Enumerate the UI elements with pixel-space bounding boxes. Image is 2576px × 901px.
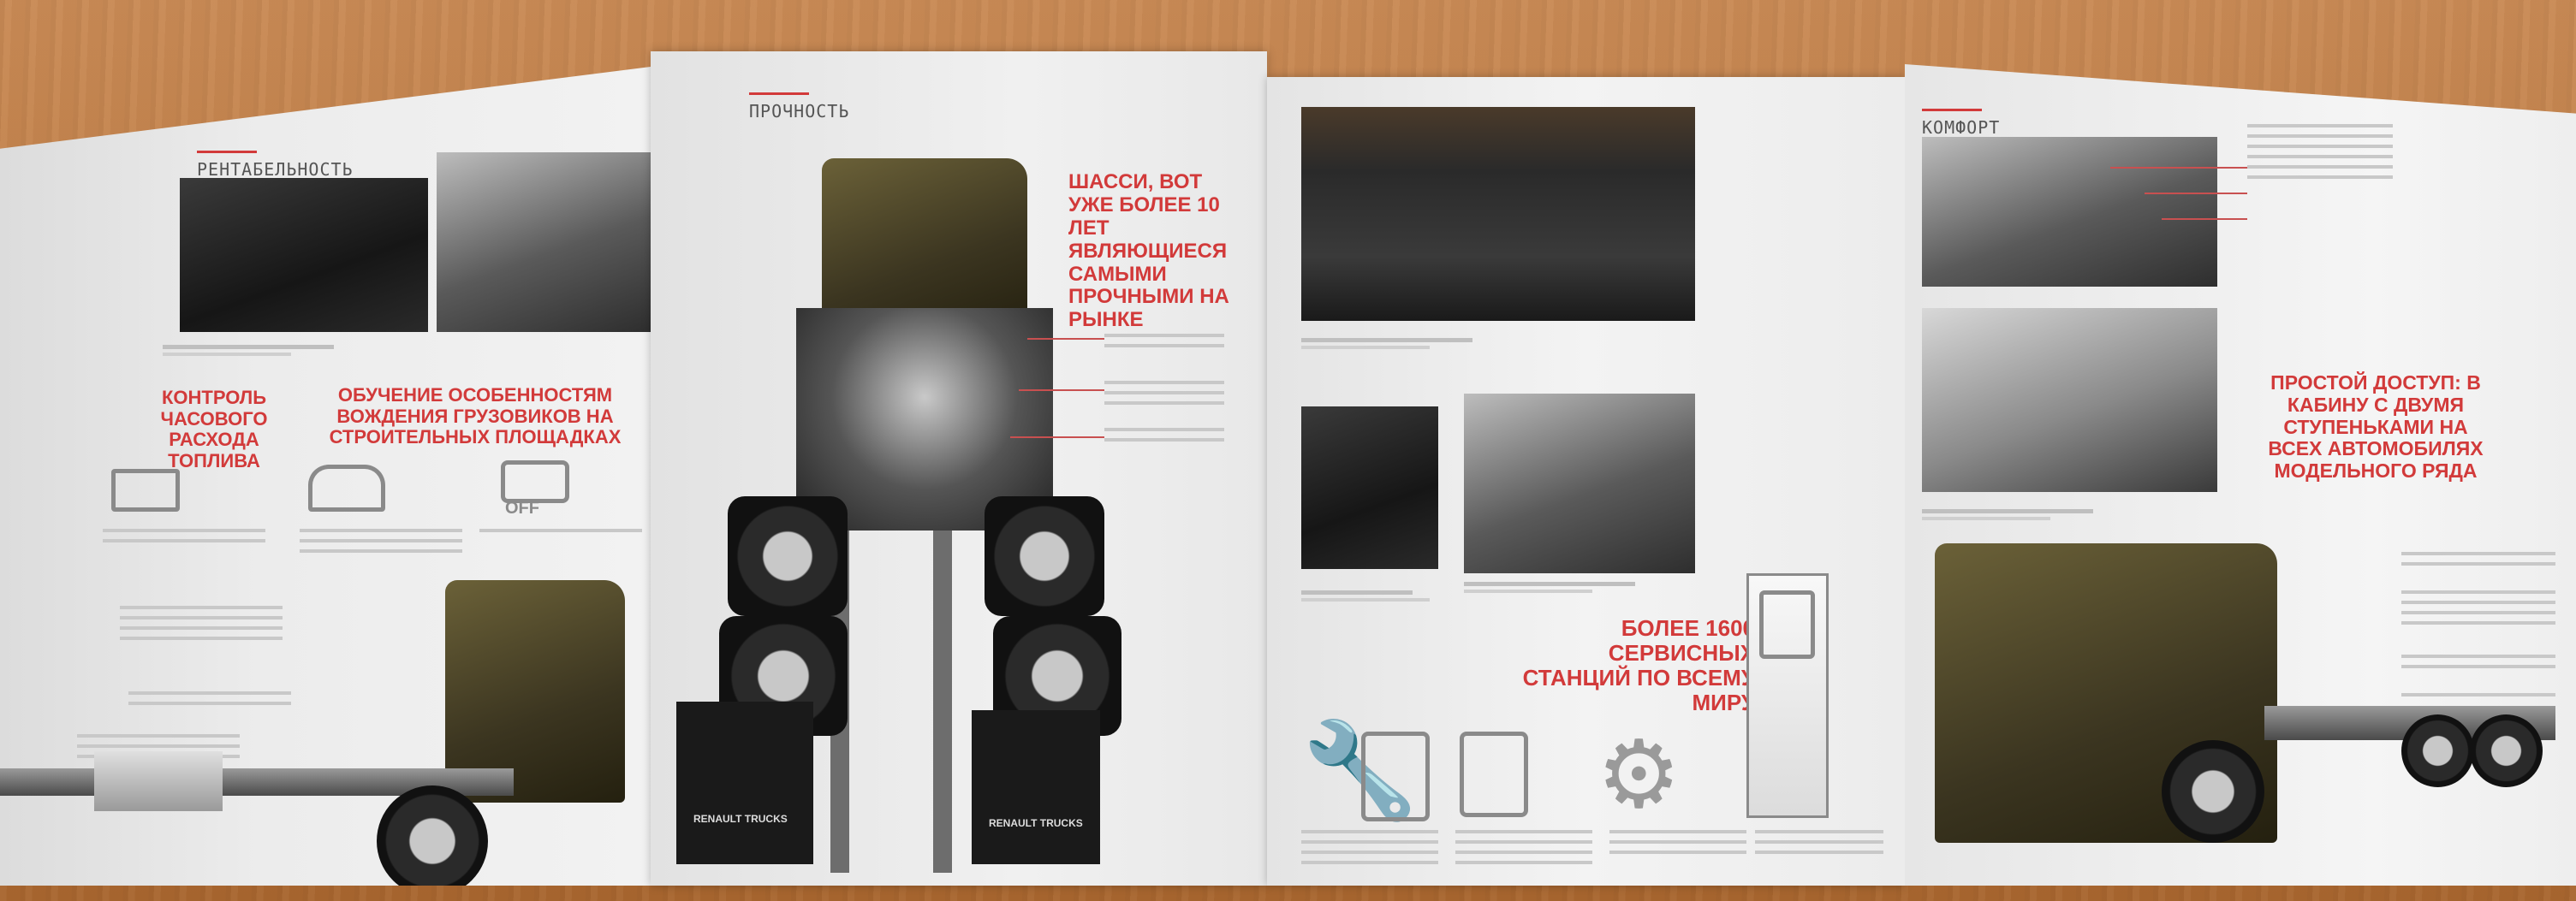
callout-line <box>2162 218 2247 220</box>
feature-lines <box>120 606 283 647</box>
laptop-icon <box>111 469 180 512</box>
callout-lines <box>1104 381 1224 412</box>
service-caption-lines <box>1301 830 1438 871</box>
mudflap-right-brand: RENAULT TRUCKS <box>989 817 1083 829</box>
mudflap-right <box>972 710 1100 864</box>
caption-lines <box>300 529 462 560</box>
cab-step-photo <box>1301 406 1438 569</box>
section-heading-comfort: КОМФОРТ <box>1922 109 2001 138</box>
truck-front-bumper-photo <box>1301 107 1695 321</box>
rear-wheel-2 <box>985 496 1104 616</box>
cab-seats-photo <box>1922 308 2217 492</box>
feature-lines <box>128 691 291 712</box>
front-wheel <box>377 785 488 886</box>
callout-line <box>1010 436 1104 438</box>
photo-caption <box>1301 590 1430 602</box>
cab-feature-lines <box>2401 552 2555 572</box>
service-caption-lines <box>1455 830 1592 871</box>
easy-access-title: ПРОСТОЙ ДОСТУП: В КАБИНУ С ДВУМЯ СТУПЕНЬ… <box>2268 371 2484 482</box>
caption-lines <box>103 529 265 549</box>
service-stations-title: БОЛЕЕ 1600 СЕРВИСНЫХ СТАНЦИЙ ПО ВСЕМУ МИ… <box>1522 615 1755 716</box>
calculator-icon <box>1460 732 1528 817</box>
callout-line <box>2110 167 2247 169</box>
chassis-claim-title: ШАССИ, ВОТ УЖЕ БОЛЕЕ 10 ЛЕТ ЯВЛЯЮЩИЕСЯ С… <box>1068 170 1229 332</box>
cab-feature-lines <box>2401 655 2555 675</box>
callout-lines <box>1104 334 1224 354</box>
front-wheel <box>2162 740 2264 843</box>
people-icon <box>308 465 385 512</box>
photo-caption <box>163 345 334 356</box>
checklist-icon <box>1361 732 1430 821</box>
renault-diamond-logo <box>1759 590 1815 659</box>
cab-feature-lines <box>2401 693 2555 703</box>
fuel-tank <box>94 751 223 811</box>
cab-interior-dashboard-photo <box>1922 137 2217 287</box>
section-heading-durability: ПРОЧНОСТЬ <box>749 92 850 122</box>
engine-photo-right <box>437 152 651 332</box>
callout-lines <box>1104 428 1224 448</box>
dashboard-callout-lines <box>2247 124 2393 186</box>
driver-training-title: ОБУЧЕНИЕ ОСОБЕННОСТЯМ ВОЖДЕНИЯ ГРУЗОВИКО… <box>329 384 622 448</box>
engine-photo-left <box>180 178 428 332</box>
engine-off-label: OFF <box>505 499 539 518</box>
truck-cab-side <box>445 580 625 803</box>
service-caption-lines <box>1609 830 1746 861</box>
photo-caption <box>1922 509 2093 520</box>
panel-profitability: РЕНТАБЕЛЬНОСТЬ КОНТРОЛЬ ЧАСОВОГО РАСХОДА… <box>0 67 651 886</box>
callout-line <box>1019 389 1104 391</box>
mudflap-left <box>676 702 813 864</box>
callout-line <box>2145 193 2247 194</box>
photo-caption <box>1301 338 1472 349</box>
suspension-photo <box>1464 394 1695 573</box>
callout-line <box>1027 338 1104 340</box>
rear-wheel-2 <box>2470 714 2543 787</box>
panel-comfort: КОМФОРТ ПРОСТОЙ ДОСТУП: В КАБИНУ С ДВУМЯ… <box>1905 64 2576 886</box>
rear-wheel-1 <box>2401 714 2474 787</box>
service-caption-lines <box>1755 830 1883 861</box>
mudflap-left-brand: RENAULT TRUCKS <box>693 813 788 825</box>
chassis-mechanics <box>796 308 1053 531</box>
engine-off-icon <box>501 460 569 503</box>
brochure: РЕНТАБЕЛЬНОСТЬ КОНТРОЛЬ ЧАСОВОГО РАСХОДА… <box>0 51 2576 886</box>
photo-caption <box>1464 582 1635 593</box>
panel-durability: ПРОЧНОСТЬ RENAULT TRUCKS RENAULT TRUCKS … <box>651 51 1267 886</box>
cab-feature-lines <box>2401 590 2555 631</box>
fuel-control-title: КОНТРОЛЬ ЧАСОВОГО РАСХОДА ТОПЛИВА <box>160 387 268 471</box>
gears-icon: ⚙ <box>1597 720 1681 829</box>
wrench-document-icon: 🔧 <box>1301 715 1419 825</box>
caption-lines <box>479 529 642 539</box>
panel-service: БОЛЕЕ 1600 СЕРВИСНЫХ СТАНЦИЙ ПО ВСЕМУ МИ… <box>1267 77 1905 886</box>
rear-wheel-1 <box>728 496 848 616</box>
section-heading-profitability: РЕНТАБЕЛЬНОСТЬ <box>197 151 354 180</box>
truck-cab-top <box>822 158 1027 329</box>
